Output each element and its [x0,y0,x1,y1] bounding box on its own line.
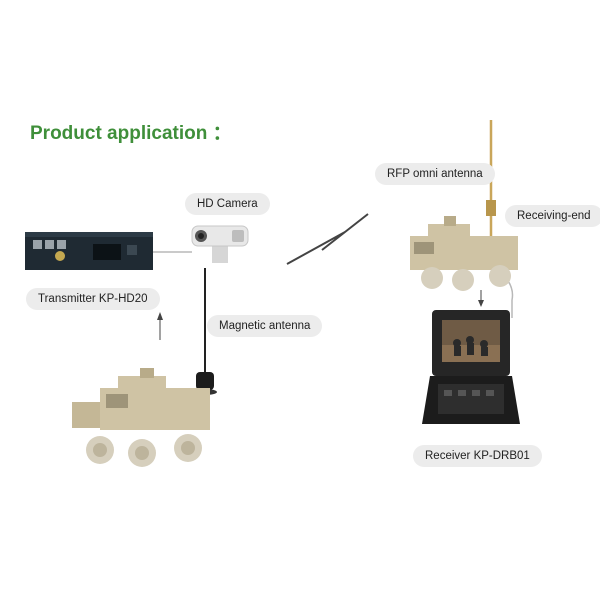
magnetic-antenna-label: Magnetic antenna [207,315,323,337]
receiving-vehicle [410,216,518,291]
rfp-omni-antenna-label: RFP omni antenna [375,163,495,185]
arrow-down-icon [478,290,484,307]
receiving-end-label: Receiving-end [505,205,600,227]
transmitter-device [25,232,153,270]
transmitter-label: Transmitter KP-HD20 [26,288,160,310]
receiver-case-device [422,310,520,424]
transmitting-vehicle [72,368,210,467]
receiver-label: Receiver KP-DRB01 [413,445,542,467]
wireless-signal-icon [286,213,369,265]
hd-camera-device [191,225,249,263]
arrow-up-icon [157,312,163,340]
hd-camera-label: HD Camera [185,193,270,215]
page-title: Product application ： [30,123,232,144]
